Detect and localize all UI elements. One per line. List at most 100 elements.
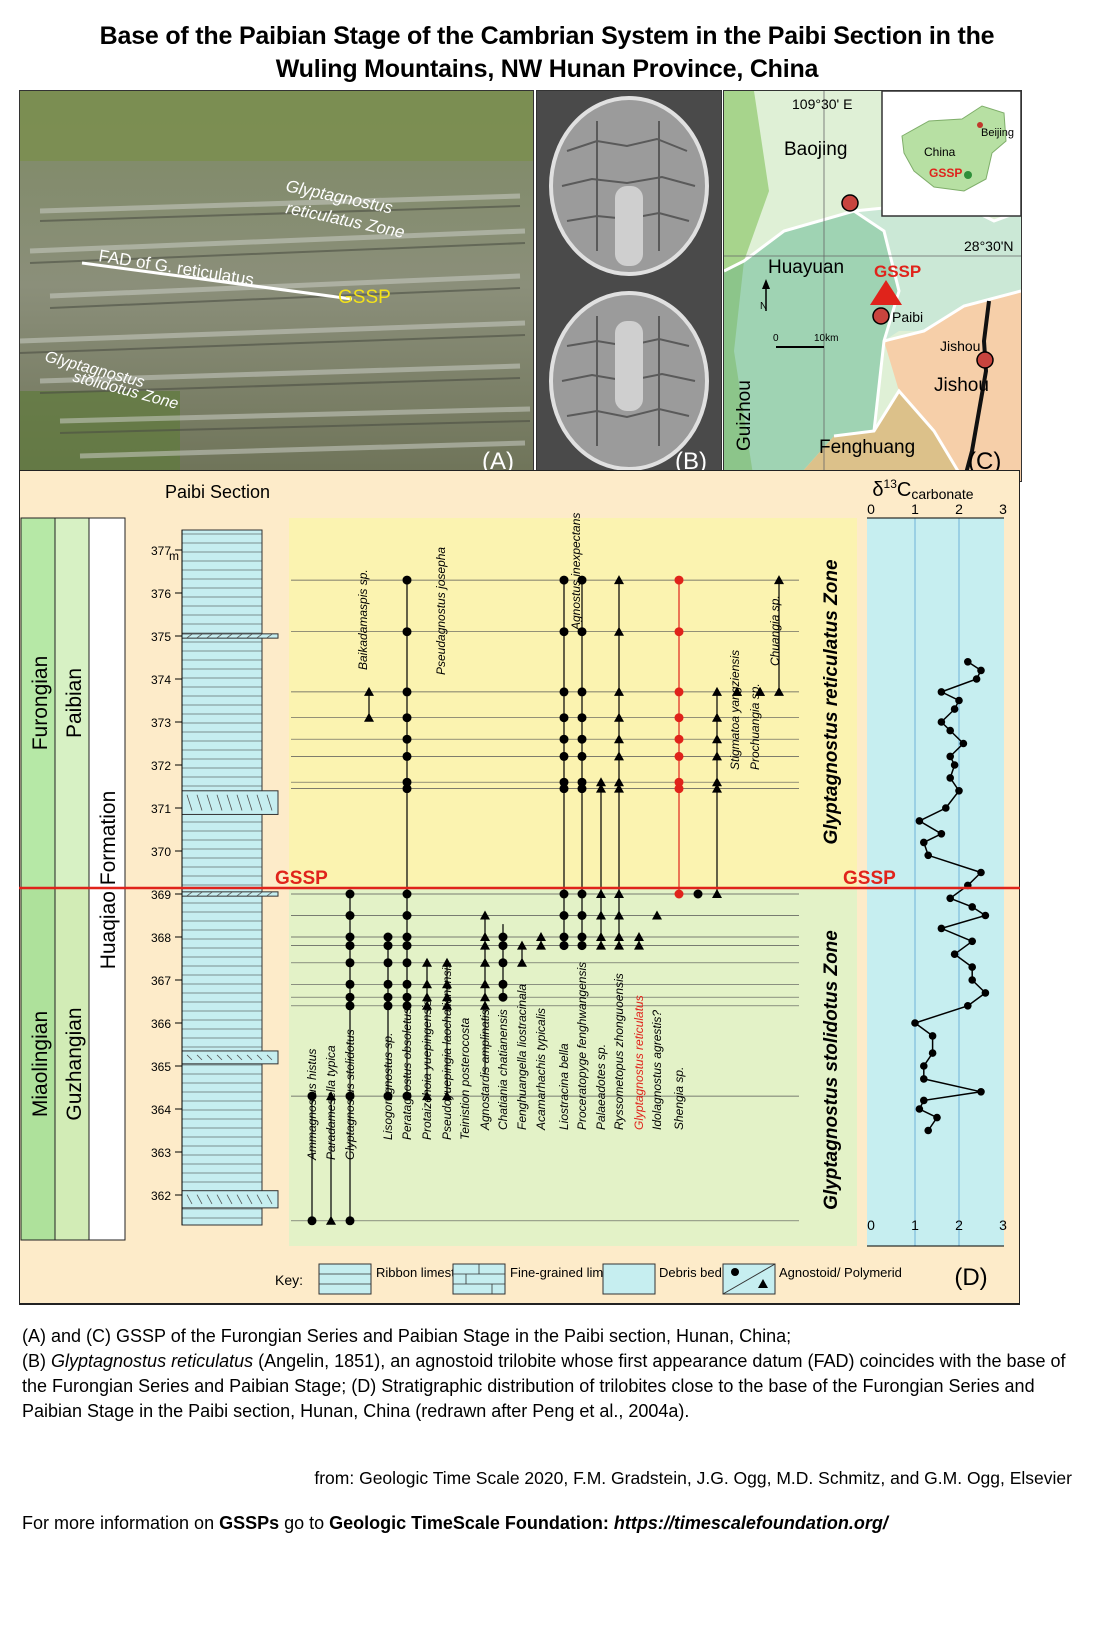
taxon-label: Ammagnostus histus [305, 1049, 319, 1161]
isotope-tick-label-bottom: 3 [999, 1217, 1007, 1233]
debris-mark [246, 633, 253, 639]
caption-line-a-c: (A) and (C) GSSP of the Furongian Series… [22, 1326, 792, 1346]
agnostoid-occurrence [674, 734, 684, 744]
isotope-point [968, 976, 976, 984]
polymerid-occurrence [755, 686, 765, 696]
polymerid-occurrence [634, 940, 644, 950]
isotope-point [964, 658, 972, 666]
polymerid-occurrence [614, 910, 624, 920]
agnostoid-occurrence [345, 979, 355, 989]
taxon-label: Chatiania chatianensis [496, 1009, 510, 1130]
town-paibi: Paibi [892, 309, 923, 325]
isotope-point [955, 787, 963, 795]
debris-mark [206, 633, 213, 639]
key-ribbon-label: Ribbon limestone [376, 1265, 476, 1280]
isotope-point [920, 1075, 928, 1083]
polymerid-occurrence [364, 712, 374, 722]
isotope-point [968, 903, 976, 911]
agnostoid-occurrence [559, 777, 569, 787]
footer-more-info: For more information on GSSPs go to Geol… [22, 1513, 888, 1533]
agnostoid-occurrence [402, 932, 412, 942]
agnostoid-occurrence [402, 734, 412, 744]
town-jishou: Jishou [940, 338, 980, 354]
debris-mark [186, 1194, 193, 1205]
agnostoid-occurrence [577, 627, 587, 637]
polymerid-occurrence [480, 1000, 490, 1010]
agnostoid-occurrence [559, 889, 569, 899]
agnostoid-occurrence [383, 992, 393, 1002]
fossil-photo: (B) [536, 90, 722, 482]
polymerid-occurrence [480, 979, 490, 989]
depth-tick-label: 365 [151, 1060, 171, 1074]
series-upper-box [20, 517, 56, 889]
longitude-label: 109°30' E [792, 96, 852, 112]
agnostoid-occurrence [402, 958, 412, 968]
foundation-url[interactable]: https://timescalefoundation.org/ [613, 1513, 888, 1533]
agnostoid-occurrence [345, 932, 355, 942]
depth-tick-label: 362 [151, 1189, 171, 1203]
lithology-column [181, 529, 279, 1226]
debris-mark [236, 1194, 243, 1205]
fad-line [81, 261, 353, 301]
lower-zone-label: Glyptagnostus stolidotus Zone [821, 930, 842, 1210]
debris-mark [256, 1194, 263, 1205]
polymerid-occurrence [442, 957, 452, 967]
agnostoid-occurrence [402, 687, 412, 697]
isotope-point [950, 705, 959, 713]
inset-china-label: China [924, 145, 956, 159]
debris-mark [266, 891, 273, 897]
agnostoid-occurrence [307, 1091, 317, 1101]
isotope-tick-label-bottom: 1 [911, 1217, 919, 1233]
agnostoid-occurrence [345, 1091, 355, 1101]
section-title: Paibi Section [165, 482, 270, 502]
isotope-tick-label-bottom: 2 [955, 1217, 963, 1233]
taxon-label: Baikadamaspis sp. [356, 569, 370, 670]
isotope-point [946, 774, 954, 782]
legend: Key: Ribbon limestone Fine-grained limes… [275, 1263, 902, 1295]
polymerid-occurrence [326, 1215, 336, 1225]
isotope-point [937, 924, 946, 933]
depth-tick-label: 374 [151, 673, 171, 687]
isotope-point [928, 1049, 937, 1057]
polymerid-occurrence [596, 940, 606, 950]
isotope-point [950, 950, 959, 958]
fossil-illustration: (B) [537, 91, 721, 481]
debris-mark [196, 633, 203, 639]
debris-mark [216, 1054, 223, 1061]
agnostoid-occurrence [402, 627, 412, 637]
polymerid-occurrence [536, 940, 546, 950]
debris-mark [216, 794, 223, 811]
inset-beijing-label: Beijing [981, 127, 1014, 139]
panel-d-tag: (D) [954, 1264, 987, 1291]
agnostoid-occurrence [577, 889, 587, 899]
isotope-point [955, 696, 963, 705]
polymerid-occurrence [422, 1000, 432, 1010]
taxon-label: Agnostus inexpectans [569, 513, 583, 631]
agnostoid-occurrence [559, 911, 569, 920]
isotope-tick-label-top: 1 [911, 501, 919, 517]
polymerid-occurrence [326, 1091, 336, 1101]
polymerid-occurrence [614, 712, 624, 722]
isotope-point [915, 817, 924, 825]
polymerid-occurrence [480, 992, 490, 1002]
polymerid-occurrence [652, 910, 662, 920]
taxon-label: Liostracina bella [557, 1043, 571, 1130]
beijing-marker [977, 122, 983, 128]
depth-tick-label: 369 [151, 888, 171, 902]
isotope-tick-label-top: 2 [955, 501, 963, 517]
taxon-label: Fenghuangella liostracinala [515, 984, 529, 1130]
debris-mark [216, 891, 223, 897]
debris-mark [226, 1054, 233, 1061]
agnostoid-occurrence [559, 627, 569, 637]
polymerid-occurrence [614, 889, 624, 898]
isotope-point [968, 963, 976, 971]
debris-mark [186, 891, 193, 897]
debris-mark [226, 1194, 233, 1205]
meter-unit: m [169, 549, 179, 563]
key-agnostoid-dot [731, 1268, 739, 1276]
isotope-point [981, 989, 990, 997]
gssp-label-right: GSSP [843, 868, 896, 889]
debris-mark [236, 1054, 243, 1061]
upper-zone-label: Glyptagnostus reticulatus Zone [821, 559, 842, 844]
isotope-point [977, 1088, 985, 1096]
